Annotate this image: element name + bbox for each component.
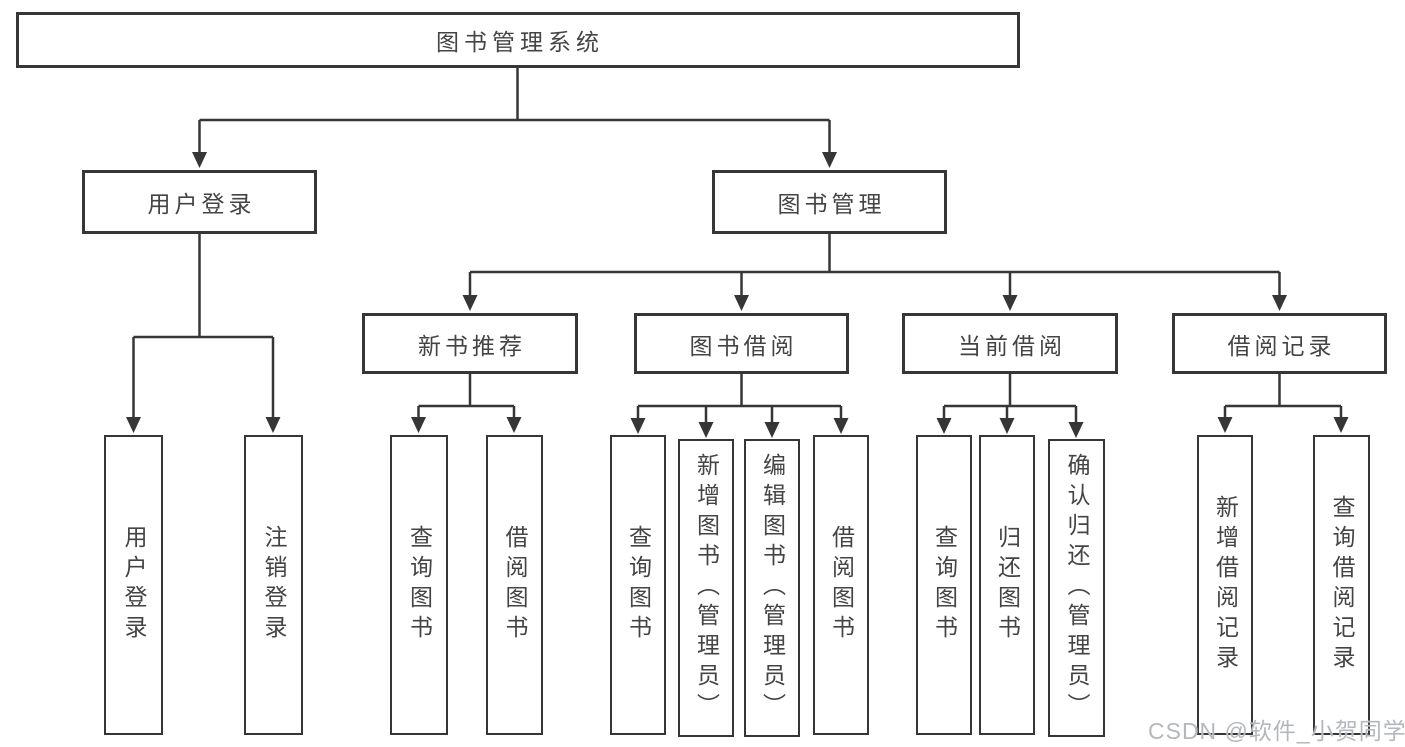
connector-current-to-leaves — [942, 374, 1078, 424]
leaf-borrow-borrow-book: 借阅图书 — [813, 435, 869, 735]
node-label: 新书推荐 — [418, 332, 526, 359]
arrowhead-icon — [411, 417, 426, 433]
arrowhead-icon — [833, 418, 849, 434]
leaf-current-return-book: 归还图书 — [979, 435, 1035, 735]
connector-borrow-to-leaves — [636, 374, 843, 424]
leaf-label: 归还图书 — [994, 525, 1021, 645]
arrowhead-icon — [936, 418, 952, 434]
node-label: 图书借阅 — [689, 332, 798, 359]
arrowhead-icon — [1068, 422, 1084, 438]
leaf-current-query-book: 查询图书 — [916, 435, 972, 735]
node-current-borrow: 当前借阅 — [902, 313, 1118, 374]
leaf-logout-login: 注销登录 — [244, 435, 303, 735]
connector-root-to-level2 — [198, 68, 831, 154]
connector-records-to-leaves — [1223, 374, 1343, 419]
arrowhead-icon — [462, 295, 478, 311]
connector-user-login-to-leaves — [132, 234, 275, 419]
arrowhead-icon — [1217, 417, 1233, 433]
arrowhead-icon — [1002, 295, 1018, 311]
leaf-label: 确认归还（管理员） — [1064, 453, 1090, 723]
arrowhead-icon — [126, 417, 141, 433]
leaf-label: 编辑图书（管理员） — [759, 453, 786, 723]
arrowhead-icon — [999, 418, 1015, 434]
leaf-records-add-record: 新增借阅记录 — [1197, 435, 1253, 735]
node-label: 图书管理系统 — [436, 29, 604, 55]
connector-book-mgmt-to-level3 — [468, 233, 1281, 297]
leaf-records-query-record: 查询借阅记录 — [1313, 435, 1370, 735]
arrowhead-icon — [734, 295, 749, 311]
leaf-newbook-query-book: 查询图书 — [390, 435, 448, 735]
node-borrow-records: 借阅记录 — [1172, 313, 1387, 374]
leaf-label: 查询图书 — [625, 525, 652, 645]
leaf-label: 借阅图书 — [502, 525, 528, 645]
node-label: 图书管理 — [777, 191, 886, 217]
arrowhead-icon — [630, 418, 646, 434]
connector-new-book-to-leaves — [417, 374, 516, 419]
leaf-label: 借阅图书 — [828, 525, 855, 645]
leaf-newbook-borrow-book: 借阅图书 — [486, 435, 543, 735]
leaf-label: 查询借阅记录 — [1329, 495, 1355, 675]
arrowhead-icon — [822, 152, 837, 168]
leaf-user-login: 用户登录 — [104, 435, 163, 735]
csdn-watermark: CSDN @软件_小贺同学 — [1148, 718, 1405, 744]
arrowhead-icon — [192, 152, 207, 168]
arrowhead-icon — [506, 417, 522, 433]
leaf-borrow-add-book-admin: 新增图书（管理员） — [678, 439, 734, 737]
arrowhead-icon — [265, 417, 281, 433]
node-label: 用户登录 — [147, 191, 256, 217]
leaf-label: 新增借阅记录 — [1212, 495, 1239, 675]
arrowhead-icon — [1333, 417, 1349, 433]
node-label: 当前借阅 — [958, 332, 1066, 359]
arrowhead-icon — [764, 422, 780, 438]
leaf-borrow-edit-book-admin: 编辑图书（管理员） — [744, 439, 800, 737]
arrowhead-icon — [698, 422, 714, 438]
node-label: 借阅记录 — [1227, 332, 1336, 359]
node-user-login: 用户登录 — [82, 170, 317, 234]
leaf-label: 查询图书 — [406, 525, 433, 645]
node-book-management: 图书管理 — [712, 170, 947, 234]
leaf-label: 新增图书（管理员） — [693, 453, 720, 723]
leaf-label: 注销登录 — [261, 525, 287, 645]
node-book-borrow: 图书借阅 — [634, 313, 849, 374]
node-new-book-recommend: 新书推荐 — [362, 313, 578, 374]
node-root-library-system: 图书管理系统 — [16, 12, 1020, 68]
leaf-label: 用户登录 — [121, 525, 147, 645]
leaf-borrow-query-book: 查询图书 — [610, 435, 666, 735]
leaf-current-confirm-return-admin: 确认归还（管理员） — [1048, 439, 1105, 737]
arrowhead-icon — [1272, 295, 1287, 311]
leaf-label: 查询图书 — [931, 525, 958, 645]
